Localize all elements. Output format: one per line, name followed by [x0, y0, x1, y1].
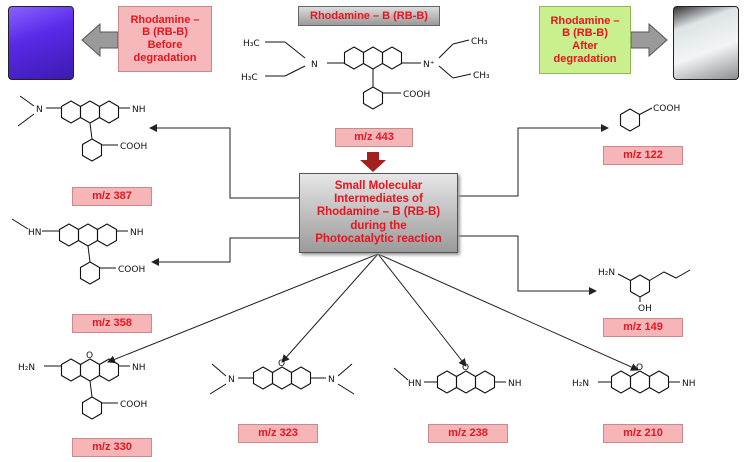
svg-text:N: N [228, 375, 235, 385]
svg-text:N⁺: N⁺ [423, 60, 435, 70]
mz-387-label: m/z 387 [72, 187, 152, 206]
mz-358-label: m/z 358 [72, 314, 152, 333]
after-degradation-label: Rhodamine – B (RB-B) After degradation [539, 6, 631, 74]
svg-text:NH: NH [682, 379, 696, 389]
structure-330: H₂N O NH COOH [18, 351, 147, 420]
vial-after-image [673, 6, 739, 80]
svg-text:CH₃: CH₃ [473, 71, 490, 81]
before-degradation-label: Rhodamine – B (RB-B) Before degradation [118, 6, 212, 72]
arrow-to-210 [377, 253, 639, 371]
structure-210: O H₂N NH [572, 363, 696, 393]
arrow-to-358 [151, 237, 300, 266]
parent-mz-label: m/z 443 [335, 128, 413, 147]
mz-122-label: m/z 122 [603, 146, 683, 165]
structure-149: H₂N OH [598, 268, 691, 314]
diagram-title: Rhodamine – B (RB-B) [298, 6, 440, 26]
svg-text:O: O [86, 351, 93, 361]
svg-text:O: O [636, 363, 643, 373]
svg-text:H₂N: H₂N [598, 268, 615, 278]
svg-text:N: N [311, 60, 318, 70]
svg-text:H₃C: H₃C [241, 73, 258, 83]
svg-text:H₃C: H₃C [243, 39, 260, 49]
svg-text:NH: NH [130, 228, 144, 238]
svg-text:NH: NH [508, 379, 522, 389]
svg-text:N: N [328, 375, 335, 385]
svg-text:COOH: COOH [120, 142, 147, 152]
center-intermediates-box: Small Molecular Intermediates of Rhodami… [299, 173, 458, 253]
connector-lines [107, 124, 639, 371]
svg-text:HN: HN [408, 379, 422, 389]
mz-323-label: m/z 323 [238, 424, 318, 443]
structure-122: COOH [619, 104, 680, 132]
arrow-to-387 [149, 124, 300, 199]
svg-text:COOH: COOH [653, 104, 680, 114]
structure-387: N NH COOH [17, 95, 147, 162]
arrow-to-330 [107, 253, 379, 364]
rhodamine-b-structure: N H₃C H₃C N⁺ CH₃ CH₃ COOH [241, 37, 490, 110]
right-big-arrow [630, 22, 668, 58]
svg-text:O: O [278, 359, 285, 369]
svg-text:N: N [36, 105, 43, 115]
svg-text:COOH: COOH [403, 90, 430, 100]
structure-358: HN NH COOH [11, 218, 145, 285]
arrow-to-238 [377, 253, 467, 367]
mz-238-label: m/z 238 [428, 424, 508, 443]
svg-text:HN: HN [28, 228, 42, 238]
svg-text:H₂N: H₂N [18, 363, 35, 373]
left-big-arrow [81, 22, 119, 58]
svg-text:NH: NH [132, 363, 146, 373]
down-red-arrow [360, 152, 386, 172]
arrow-to-122 [458, 124, 609, 197]
arrow-to-323 [281, 253, 379, 363]
svg-text:H₂N: H₂N [572, 379, 589, 389]
svg-text:COOH: COOH [118, 265, 145, 275]
vial-before-image [8, 6, 74, 80]
mz-210-label: m/z 210 [603, 424, 683, 443]
structure-238: O HN NH [393, 363, 522, 393]
arrow-to-149 [458, 235, 597, 295]
svg-text:CH₃: CH₃ [471, 37, 488, 47]
svg-text:O: O [462, 363, 469, 373]
mz-149-label: m/z 149 [603, 318, 683, 337]
mz-330-label: m/z 330 [72, 438, 152, 457]
svg-text:COOH: COOH [120, 400, 147, 410]
svg-text:NH: NH [132, 105, 146, 115]
svg-text:OH: OH [638, 304, 652, 314]
structure-323: O N N [209, 359, 355, 395]
